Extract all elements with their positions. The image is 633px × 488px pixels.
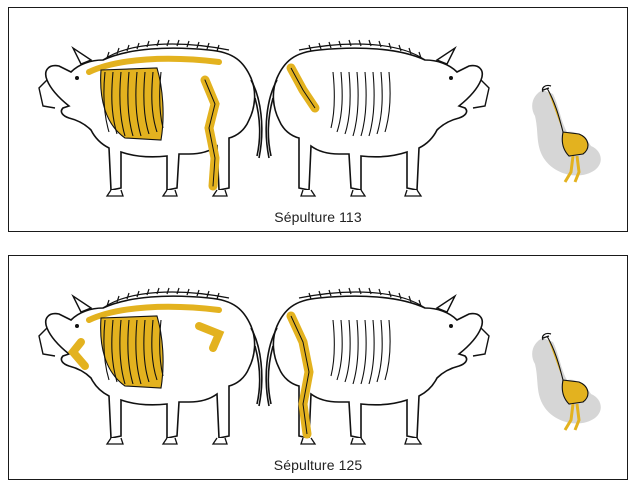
hen-figure [532, 333, 601, 430]
panel-caption: Sépulture 125 [9, 457, 627, 473]
hen-figure [532, 85, 601, 182]
skeleton-illustration [9, 8, 627, 231]
panel-caption: Sépulture 113 [9, 209, 627, 225]
burial-panel-113: Sépulture 113 [8, 7, 628, 232]
boar-left-figure [39, 288, 262, 444]
burial-panel-125: Sépulture 125 [8, 255, 628, 480]
boar-left-figure [39, 40, 262, 196]
boar-right-figure [266, 288, 489, 444]
boar-right-figure [266, 40, 489, 196]
skeleton-illustration [9, 256, 627, 479]
